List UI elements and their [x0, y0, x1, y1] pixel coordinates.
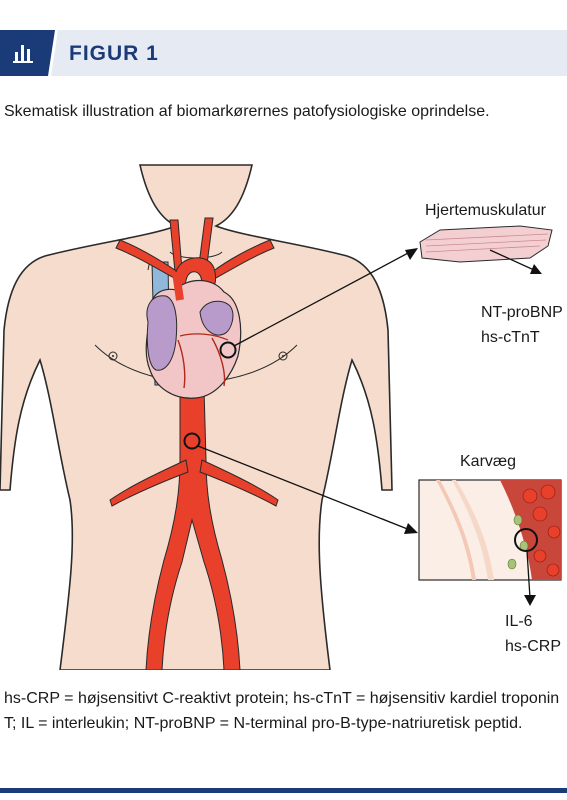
arterial-tree [109, 217, 279, 670]
figure-footnote: hs-CRP = højsensitivt C-reaktivt protein… [4, 690, 560, 732]
label-vessel-wall: Karvæg [460, 453, 517, 470]
label-il6: IL-6 [505, 613, 533, 630]
figure-caption: Skematisk illustration af biomarkørernes… [4, 103, 490, 120]
artery-sample-circle [183, 432, 201, 450]
label-nt-probnp: NT-proBNP [481, 304, 563, 321]
label-hs-ctnt: hs-cTnT [481, 329, 540, 346]
figure-title: FIGUR 1 [69, 42, 159, 65]
heart-muscle-fiber [419, 225, 553, 263]
heart-pointer-line [233, 251, 411, 347]
anatomy-illustration [0, 164, 562, 670]
vessel-wall-inset [418, 479, 562, 581]
vessel-arrow-line [526, 550, 531, 599]
vessel-pointer-line [197, 445, 411, 531]
label-hs-crp: hs-CRP [505, 638, 562, 655]
muscle-arrow-line [489, 249, 535, 271]
heart-sample-circle [219, 341, 237, 359]
heart [145, 271, 242, 399]
bottom-rule [0, 788, 567, 793]
label-heart-muscle: Hjertemuskulatur [425, 202, 546, 219]
bar-chart-icon [13, 45, 33, 63]
vessel-sample-circle [514, 528, 538, 552]
